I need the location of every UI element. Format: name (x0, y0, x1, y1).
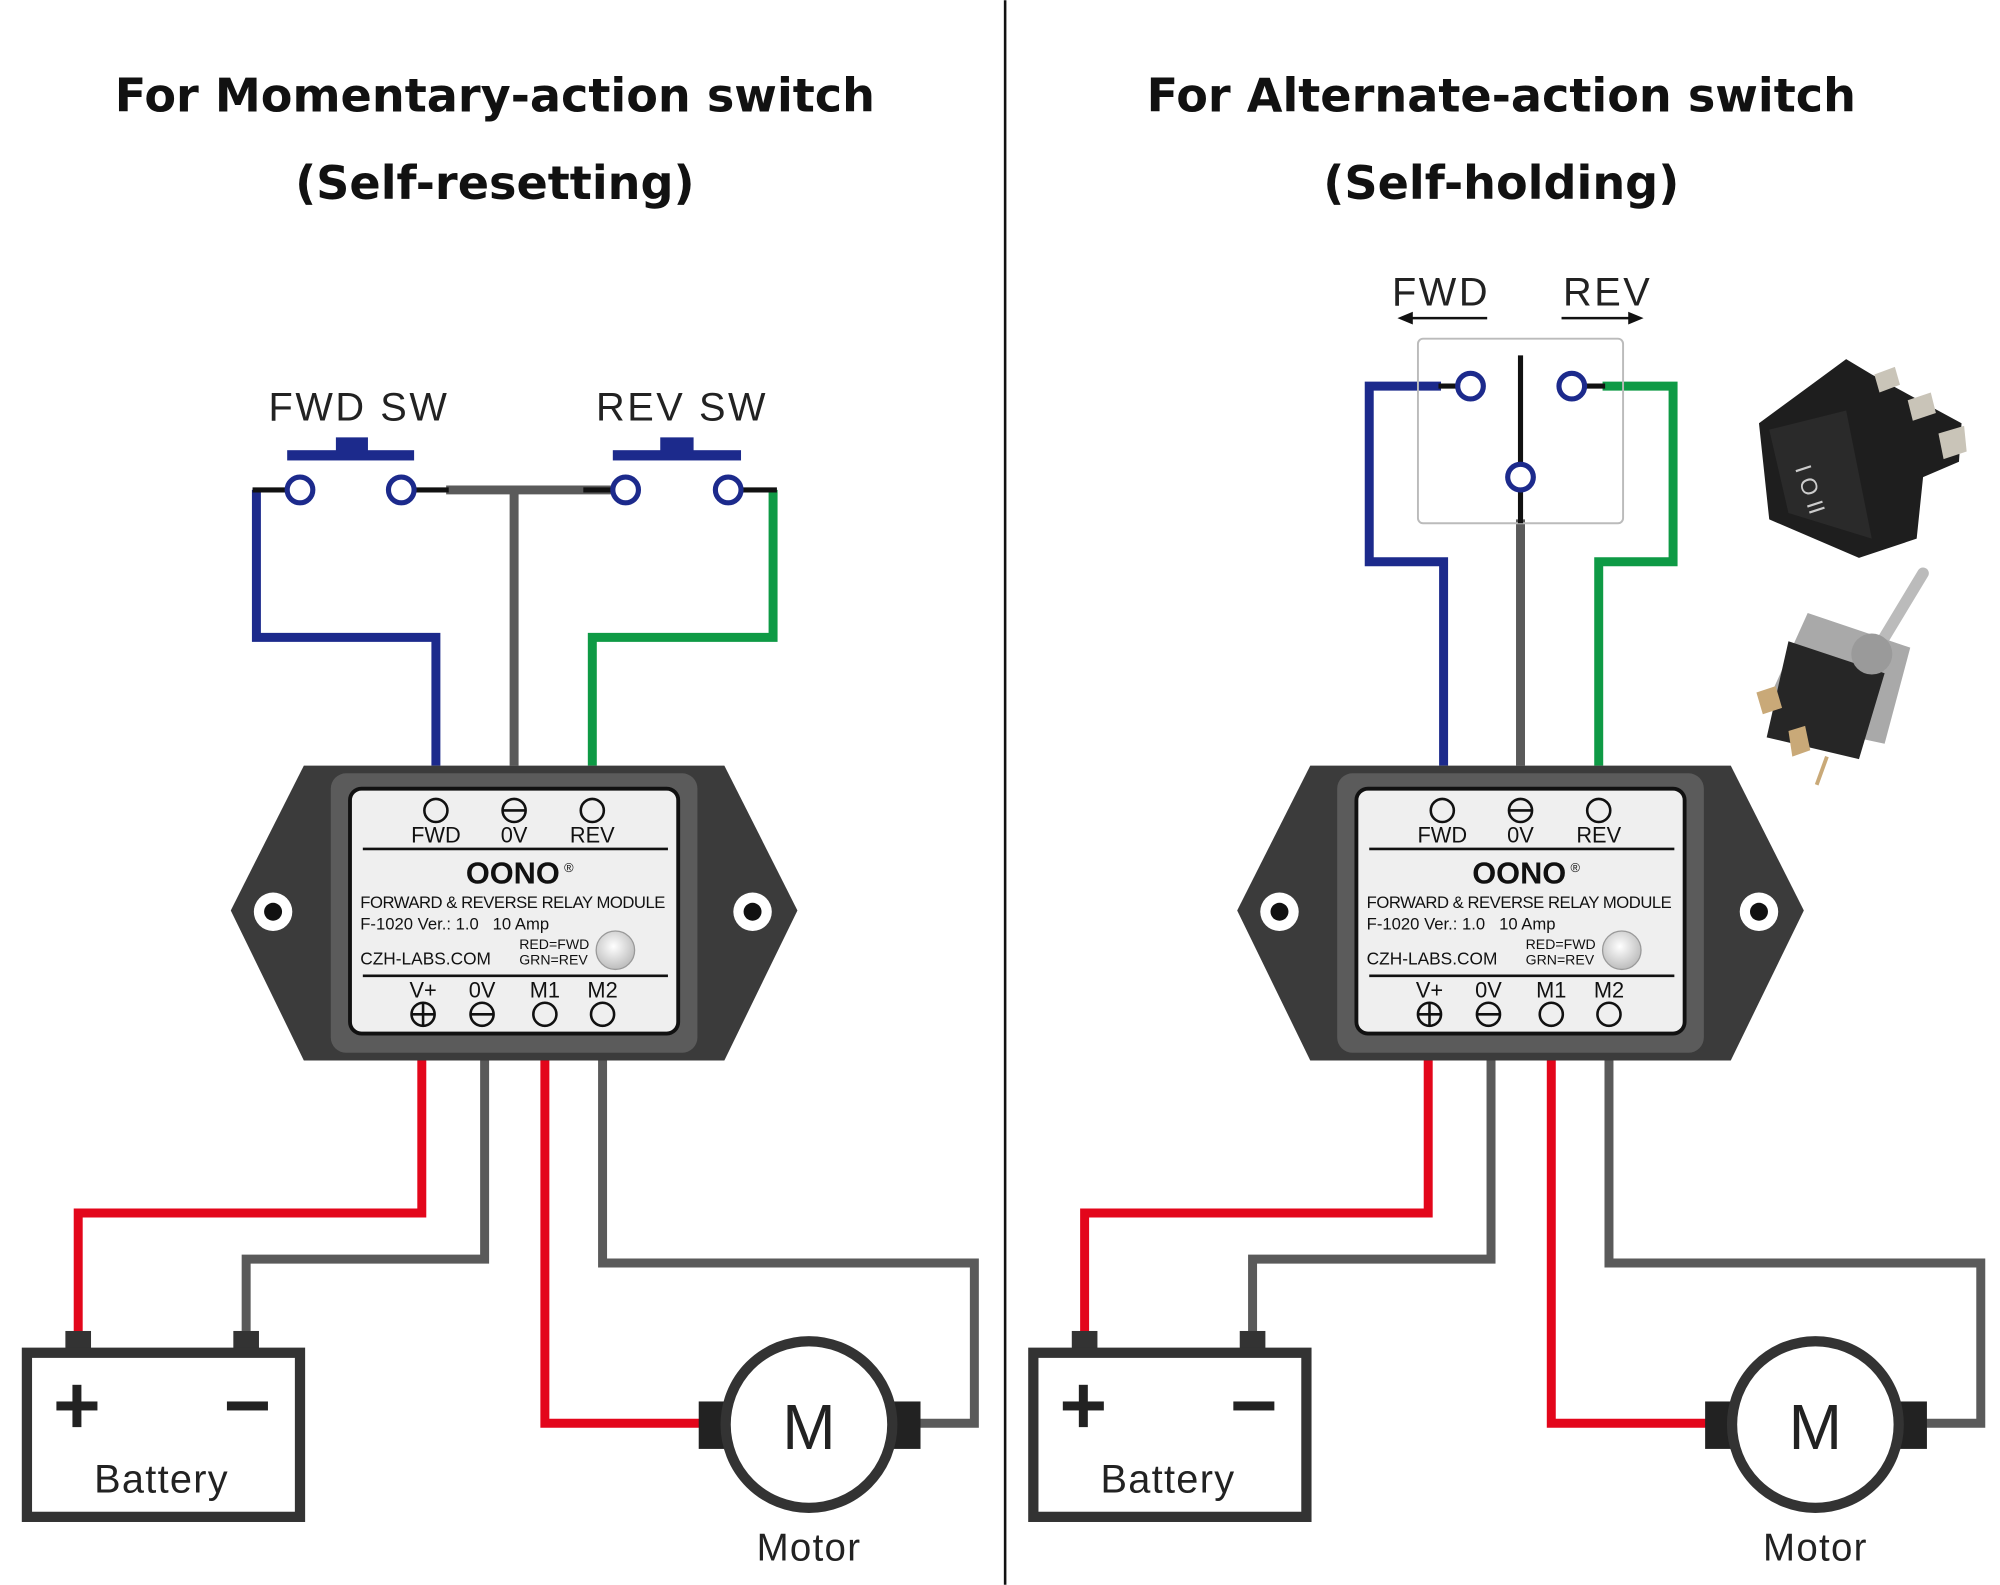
battery: Battery (21, 1330, 306, 1522)
right-relay-module: OONO ® FORWARD & REVERSE RELAY MODULE F-… (1237, 765, 1804, 1061)
top-terminal-label: 0V (1507, 823, 1534, 848)
fwd-pushbutton-switch (252, 437, 449, 506)
led-red-legend: RED=FWD (519, 936, 589, 952)
left-panel: For Momentary-action switch (Self-resett… (21, 69, 979, 1569)
fwd-wire (1364, 381, 1449, 766)
left-title-line2: (Self-resetting) (295, 156, 695, 210)
right-panel: For Alternate-action switch (Self-holdin… (1028, 69, 1986, 1569)
plus-icon (1062, 1384, 1104, 1428)
motor-symbol: M (1789, 1391, 1842, 1463)
top-terminal-icon (423, 797, 449, 824)
module-model: F-1020 Ver.: 1.0 10 Amp (360, 915, 549, 934)
left-title-line1: For Momentary-action switch (115, 69, 875, 123)
rocker-switch-photo: I O II (1758, 359, 1967, 558)
top-terminal-icon (579, 797, 606, 824)
toggle-switch-photo (1756, 567, 1929, 786)
negative-wire (1248, 1060, 1496, 1337)
top-terminal-icon (1507, 797, 1534, 824)
top-terminal-label: 0V (501, 823, 528, 848)
top-terminal-label: FWD (1418, 823, 1468, 848)
motor: M Motor (698, 1336, 921, 1569)
rev-switch-label: REV SW (596, 386, 768, 430)
bottom-terminal-icon (1538, 1001, 1565, 1028)
minus-icon (226, 1401, 268, 1411)
top-terminal-label: FWD (411, 823, 461, 848)
led-green-legend: GRN=REV (1526, 951, 1595, 967)
motor-label: Motor (1763, 1526, 1868, 1569)
positive-wire (1080, 1060, 1433, 1337)
battery-label: Battery (1101, 1457, 1236, 1501)
top-terminal-icon (501, 797, 527, 824)
rev-arrow-icon (1561, 311, 1644, 325)
minus-icon (1233, 1401, 1275, 1411)
left-relay-module: OONO ® FORWARD & REVERSE RELAY MODULE F-… (230, 765, 798, 1061)
module-website: CZH-LABS.COM (360, 948, 491, 968)
top-terminal-label: REV (570, 823, 615, 848)
rev-pushbutton-switch (583, 437, 777, 506)
rev-wire (587, 489, 778, 766)
led-green-legend: GRN=REV (519, 951, 588, 967)
battery: Battery (1028, 1330, 1312, 1522)
bottom-terminal-icon (589, 1001, 616, 1028)
battery-label: Battery (94, 1457, 229, 1501)
top-terminal-label: REV (1576, 823, 1621, 848)
fwd-arrow-icon (1397, 311, 1488, 325)
fwd-switch-label: FWD SW (269, 386, 450, 430)
left-lower-wiring: Battery M Motor (21, 1060, 979, 1569)
right-title-line1: For Alternate-action switch (1147, 69, 1856, 123)
motor-label: Motor (757, 1526, 862, 1569)
bottom-terminal-icon (469, 1001, 495, 1028)
bottom-terminal-label: V+ (1416, 978, 1443, 1003)
bottom-terminal-label: V+ (409, 978, 436, 1003)
module-model: F-1020 Ver.: 1.0 10 Amp (1367, 915, 1556, 934)
top-terminal-icon (1429, 797, 1456, 824)
mounting-hole-right (733, 892, 772, 931)
module-website: CZH-LABS.COM (1367, 948, 1498, 968)
motor: M Motor (1705, 1336, 1927, 1569)
mounting-hole-right (1739, 892, 1779, 931)
plus-icon (56, 1384, 98, 1428)
module-description: FORWARD & REVERSE RELAY MODULE (360, 893, 665, 912)
top-terminal-icon (1585, 797, 1612, 824)
registered-mark: ® (564, 860, 574, 875)
bottom-terminal-label: 0V (1475, 978, 1502, 1003)
right-lower-wiring: Battery M Motor (1028, 1060, 1986, 1569)
negative-wire (241, 1060, 490, 1337)
bottom-terminal-label: 0V (469, 978, 496, 1003)
module-description: FORWARD & REVERSE RELAY MODULE (1367, 893, 1672, 912)
bottom-terminal-icon (1475, 1001, 1502, 1028)
bottom-terminal-label: M2 (587, 978, 617, 1003)
mounting-hole-left (1260, 892, 1299, 931)
right-title-line2: (Self-holding) (1323, 156, 1679, 210)
motor-m2-wire (598, 1060, 979, 1428)
fwd-wire (251, 489, 441, 766)
motor-m1-wire (540, 1060, 702, 1428)
bottom-terminal-label: M1 (1536, 978, 1566, 1003)
bottom-terminal-icon (1416, 1001, 1443, 1028)
rev-wire (1594, 381, 1678, 766)
module-brand: OONO (1472, 856, 1566, 891)
bottom-terminal-label: M1 (530, 978, 560, 1003)
status-led (595, 930, 636, 971)
status-led (1601, 930, 1642, 971)
motor-m1-wire (1546, 1060, 1708, 1428)
toggle-switch-symbol (1416, 337, 1625, 525)
bottom-terminal-icon (532, 1001, 558, 1028)
fwd-label: FWD (1392, 270, 1490, 314)
module-brand: OONO (466, 856, 560, 891)
positive-wire (73, 1060, 427, 1337)
bottom-terminal-icon (410, 1001, 436, 1028)
mounting-hole-left (253, 892, 293, 931)
led-red-legend: RED=FWD (1526, 936, 1596, 952)
motor-m2-wire (1604, 1060, 1986, 1428)
motor-symbol: M (782, 1391, 835, 1463)
rev-label: REV (1563, 270, 1652, 314)
registered-mark: ® (1571, 860, 1581, 875)
bottom-terminal-label: M2 (1594, 978, 1624, 1003)
bottom-terminal-icon (1596, 1001, 1622, 1028)
